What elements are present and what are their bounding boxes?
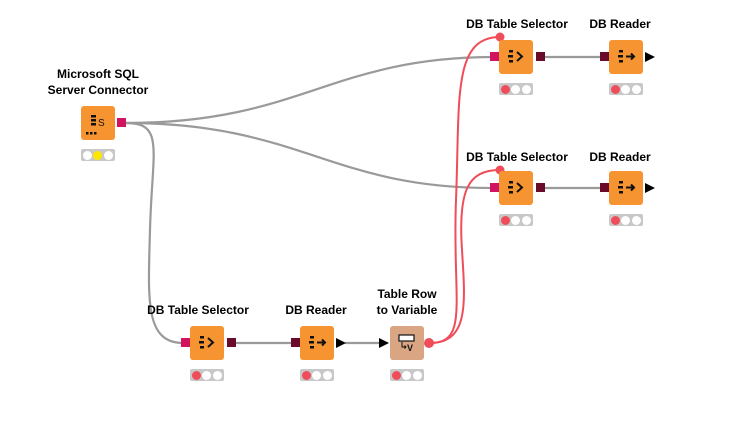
db-out-port-selector-top[interactable]: [536, 52, 545, 61]
db-in-port-selector-bottom[interactable]: [181, 338, 190, 347]
status-traffic-light: [609, 83, 643, 95]
db-reader-icon: [618, 50, 636, 63]
node-row-to-var[interactable]: V: [390, 326, 424, 360]
node-reader-bottom[interactable]: [300, 326, 334, 360]
db-out-port-selector-mid[interactable]: [536, 183, 545, 192]
connection-connector-to-selector-bottom[interactable]: [125, 121, 183, 345]
status-traffic-light: [609, 214, 643, 226]
node-sql-connector[interactable]: S: [81, 106, 115, 140]
db-selector-icon: [508, 50, 524, 63]
db-in-port-reader-top[interactable]: [600, 52, 609, 61]
variable-in-port-selector-top[interactable]: [495, 32, 505, 42]
db-out-port-selector-bottom[interactable]: [227, 338, 236, 347]
database-s-icon: S: [86, 115, 105, 135]
label-line: DB Reader: [589, 17, 651, 31]
node-label-selector-top: DB Table Selector: [447, 16, 587, 32]
node-label-reader-mid: DB Reader: [550, 149, 690, 165]
label-line: DB Reader: [285, 303, 347, 317]
connection-connector-to-selector-mid[interactable]: [125, 121, 492, 190]
data-out-port-reader-mid[interactable]: [645, 183, 655, 193]
status-traffic-light: [81, 149, 115, 161]
db-selector-icon: [199, 336, 215, 349]
node-selector-top[interactable]: [499, 40, 533, 74]
variable-connection-to-selector-top[interactable]: [429, 36, 501, 344]
status-traffic-light: [390, 369, 424, 381]
db-reader-icon: [309, 336, 327, 349]
status-traffic-light: [499, 83, 533, 95]
label-line: Server Connector: [47, 83, 149, 97]
label-line: DB Table Selector: [466, 17, 568, 31]
node-reader-top[interactable]: [609, 40, 643, 74]
status-traffic-light: [499, 214, 533, 226]
node-label-selector-bottom: DB Table Selector: [128, 302, 268, 318]
node-label-reader-top: DB Reader: [550, 16, 690, 32]
node-reader-mid[interactable]: [609, 171, 643, 205]
data-out-port-reader-top[interactable]: [645, 52, 655, 62]
node-label-sql-connector: Microsoft SQL Server Connector: [28, 66, 168, 98]
label-line: to Variable: [376, 303, 438, 317]
label-line: DB Reader: [589, 150, 651, 164]
label-line: Microsoft SQL: [56, 67, 139, 81]
svg-text:V: V: [407, 343, 413, 353]
db-selector-icon: [508, 181, 524, 194]
data-in-port-row-to-var[interactable]: [379, 338, 389, 348]
node-label-reader-bottom: DB Reader: [246, 302, 386, 318]
node-label-selector-mid: DB Table Selector: [447, 149, 587, 165]
table-to-variable-icon: V: [398, 334, 415, 353]
db-in-port-selector-top[interactable]: [490, 52, 499, 61]
db-in-port-selector-mid[interactable]: [490, 183, 499, 192]
db-out-port-sql-connector[interactable]: [117, 118, 126, 127]
db-in-port-reader-bottom[interactable]: [291, 338, 300, 347]
data-out-port-reader-bottom[interactable]: [336, 338, 346, 348]
node-label-row-to-var: Table Row to Variable: [337, 286, 477, 318]
variable-connection-to-selector-mid[interactable]: [429, 169, 501, 344]
node-selector-bottom[interactable]: [190, 326, 224, 360]
svg-text:S: S: [98, 118, 105, 129]
db-reader-icon: [618, 181, 636, 194]
label-line: Table Row: [377, 287, 437, 301]
status-traffic-light: [190, 369, 224, 381]
label-line: DB Table Selector: [147, 303, 249, 317]
variable-out-port-row-to-var[interactable]: [424, 338, 434, 348]
node-selector-mid[interactable]: [499, 171, 533, 205]
db-in-port-reader-mid[interactable]: [600, 183, 609, 192]
status-traffic-light: [300, 369, 334, 381]
connection-connector-to-selector-top[interactable]: [125, 55, 492, 125]
label-line: DB Table Selector: [466, 150, 568, 164]
